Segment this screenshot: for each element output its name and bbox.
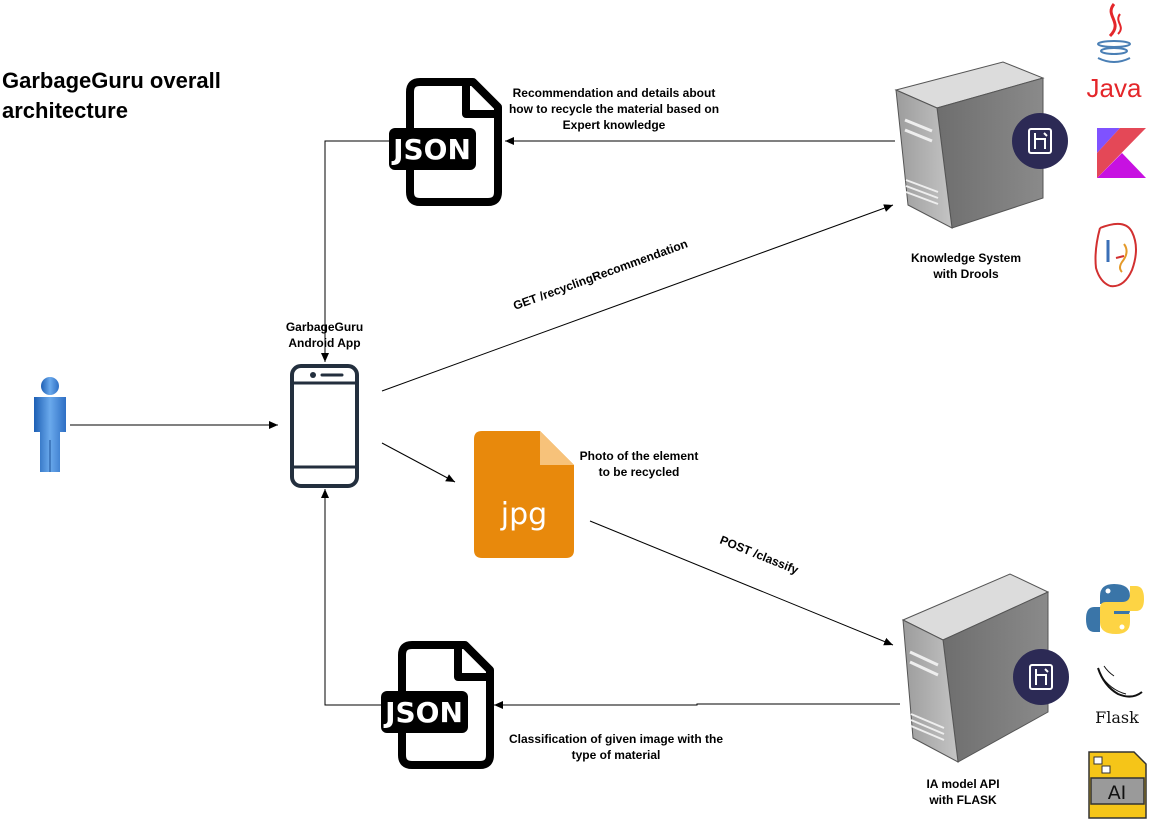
server-tower-icon xyxy=(894,61,1045,229)
svg-text:AI: AI xyxy=(1108,782,1127,804)
edge-app-to-jpg xyxy=(381,442,456,483)
edge-label-get: GET /recyclingRecommendation xyxy=(511,236,689,312)
edge-label-post: POST /classify xyxy=(718,533,801,577)
diagram-title: GarbageGuru overall architecture xyxy=(2,68,221,123)
svg-text:JSON: JSON xyxy=(383,696,463,729)
edge-json-top-to-app xyxy=(321,140,390,362)
json-file-icon: JSON xyxy=(389,78,502,206)
ai-file-logo-icon: AI xyxy=(1088,751,1147,819)
kotlin-logo-icon xyxy=(1097,128,1146,178)
svg-text:JSON: JSON xyxy=(391,133,471,166)
heroku-icon xyxy=(1012,113,1068,169)
photo-note: Photo of the element to be recycled xyxy=(579,449,699,479)
edge-jpg-to-model-post xyxy=(589,520,894,646)
jpg-file-icon: jpg xyxy=(474,431,574,558)
user-icon xyxy=(34,377,66,472)
model-api-label: IA model API with FLASK xyxy=(926,777,1000,807)
svg-text:Flask: Flask xyxy=(1095,708,1139,727)
flask-logo-icon: Flask xyxy=(1095,665,1143,727)
knowledge-system-label: Knowledge System with Drools xyxy=(910,251,1022,281)
edge-model-to-json-bottom xyxy=(494,701,900,709)
java-logo-icon: Java xyxy=(1087,3,1142,103)
server-tower-icon xyxy=(901,573,1050,763)
json-file-icon: JSON xyxy=(381,641,494,769)
smartphone-icon xyxy=(290,364,359,488)
svg-text:jpg: jpg xyxy=(500,497,547,532)
drools-logo-icon xyxy=(1094,222,1137,288)
svg-text:Java: Java xyxy=(1087,73,1142,103)
heroku-icon xyxy=(1013,649,1069,705)
classification-note: Classification of given image with the t… xyxy=(508,732,724,762)
recommendation-note: Recommendation and details about how to … xyxy=(508,86,720,132)
edge-app-to-knowledge-get xyxy=(381,204,894,392)
edge-json-bottom-to-app xyxy=(321,489,382,706)
python-logo-icon xyxy=(1086,584,1144,634)
app-label: GarbageGuru Android App xyxy=(285,320,364,350)
